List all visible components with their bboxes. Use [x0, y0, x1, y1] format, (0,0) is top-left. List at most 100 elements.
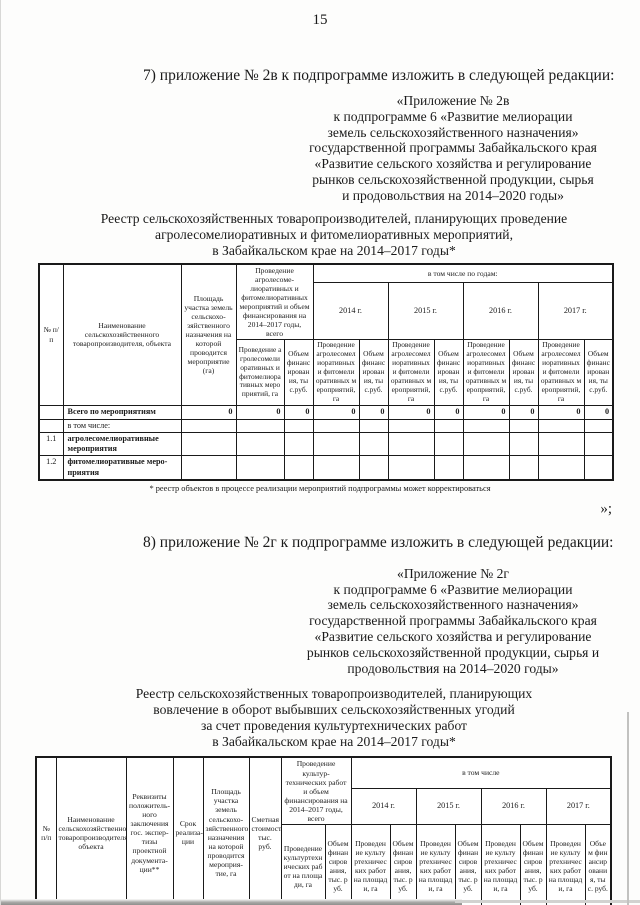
- cell-value: [508, 431, 539, 457]
- cell-num: [38, 418, 64, 433]
- col-header-sub-work: Проведение агролесоме­лиоративных и фито…: [387, 339, 435, 406]
- cell-value: [358, 418, 389, 433]
- cell-value: 0: [508, 404, 539, 420]
- cell-value: [537, 455, 585, 481]
- cell-value: [235, 431, 285, 457]
- col-header-sub-work: Проведе­ние культур­техниче­ских работ н…: [415, 824, 456, 905]
- col-header-sub-amount: Объем финанси­рования, тыс. руб.: [324, 824, 352, 905]
- table-header-row: 2014 г. 2015 г. 2016 г. 2017 г.: [36, 787, 612, 826]
- cell-value: [180, 455, 237, 481]
- table-header-row: Проведе­ние культур­техниче­ских работ н…: [36, 824, 612, 905]
- table-header-row: № п/п Наименование сельскохозяйственного…: [35, 756, 612, 905]
- cell-value: [462, 418, 510, 433]
- cell-value: [387, 455, 435, 481]
- col-header-cost: Сметная стоимость, тыс. руб.: [248, 756, 282, 905]
- col-header-year-2016: 2016 г.: [480, 787, 547, 826]
- annex-line: «Приложение № 2в: [396, 93, 510, 108]
- col-header-year-2017: 2017 г.: [537, 281, 614, 341]
- table1-footnote: * реестр объектов в процессе реализации …: [149, 483, 491, 493]
- cell-value: [387, 418, 435, 433]
- col-header-sub-work: Проведе­ние культур­техниче­ских работ н…: [480, 824, 521, 905]
- cell-value: [462, 455, 510, 481]
- annex-line: «Развитие сельского хозяйства и регулиро…: [314, 156, 592, 172]
- col-header-sub-amount: Объем финанси­рования, тыс. руб.: [519, 824, 547, 905]
- annex-line: рынков сельскохозяйственной продукции, с…: [312, 171, 594, 187]
- cell-value: 0: [462, 404, 510, 420]
- table-row-including: в том числе:: [38, 418, 614, 433]
- cell-value: [433, 431, 464, 457]
- col-header-year-2014: 2014 г.: [350, 787, 417, 826]
- cell-name: агролесомелиоративные мероприятия: [62, 431, 182, 457]
- col-header-area: Площадь участка земель сельскохо­зяйстве…: [180, 263, 237, 406]
- col-header-year-2016: 2016 г.: [462, 281, 539, 341]
- col-header-year-2017: 2017 г.: [545, 787, 612, 826]
- col-header-sub-amount: Объем финанси­рования, тыс.руб.: [358, 339, 389, 406]
- cell-value: [180, 431, 237, 457]
- cell-name: в том числе:: [62, 418, 182, 433]
- title-line: агролесомелиоративных и фитомелиоративны…: [155, 226, 513, 242]
- title-line: за счет проведения культуртехнических ра…: [201, 718, 467, 734]
- cell-value: 0: [537, 404, 585, 420]
- cell-value: [283, 455, 314, 481]
- cell-value: [358, 431, 389, 457]
- col-header-years-group: в том числе по годам:: [312, 263, 614, 283]
- col-header-area: Площадь участка земель сельскохо­зяйстве…: [202, 756, 250, 905]
- col-header-year-2015: 2015 г.: [387, 281, 464, 341]
- cell-value: 0: [180, 404, 237, 420]
- cell-value: 0: [235, 404, 285, 420]
- cell-value: [358, 455, 389, 481]
- table1-title: Реестр сельскохозяйственных товаропроизв…: [50, 211, 618, 259]
- annex-line: земель сельскохозяйственного назначения»: [327, 597, 579, 613]
- col-header-year-2015: 2015 г.: [415, 787, 482, 826]
- cell-num: 1.2: [38, 455, 64, 481]
- cell-value: [508, 418, 539, 433]
- cell-value: [312, 418, 360, 433]
- title-line: в Забайкальском крае на 2014–2017 годы*: [212, 242, 456, 258]
- annex-line: «Развитие сельского хозяйства и регулиро…: [314, 629, 592, 645]
- cell-value: [433, 455, 464, 481]
- cell-value: [537, 418, 585, 433]
- cell-value: [312, 455, 360, 481]
- col-header-sub-amount: Объем финанси­рования, тыс. руб.: [454, 824, 482, 905]
- cell-num: 1.1: [38, 431, 64, 457]
- cell-name: фитомелиоративные меро­приятия: [62, 455, 182, 481]
- page-edge-shadow-right: [627, 712, 629, 905]
- col-header-total-group: Проведение культур­технических работ и о…: [280, 756, 352, 826]
- cell-name: Всего по мероприятиям: [62, 404, 182, 420]
- table-header-row: Проведение агролесоме­лиоративных и фито…: [39, 339, 614, 406]
- cell-value: 0: [283, 404, 314, 420]
- cell-value: 0: [433, 404, 464, 420]
- cell-value: [283, 431, 314, 457]
- page-edge-shadow-left: [0, 0, 1, 905]
- col-header-sub-work: Проведение агролесоме­лиоративных и фито…: [462, 339, 510, 406]
- cell-value: [583, 418, 614, 433]
- col-header-num: № п/п: [38, 263, 64, 406]
- col-header-requisites: Реквизиты положитель­ного заключения гос…: [125, 756, 174, 905]
- annex-line: к подпрограмме 6 «Развитие мелиорации: [333, 108, 573, 124]
- cell-value: [312, 431, 360, 457]
- table-header-row: 2014 г. 2015 г. 2016 г. 2017 г.: [39, 281, 614, 341]
- annex-line: к подпрограмме 6 «Развитие мелиорации: [333, 581, 573, 597]
- title-line: Реестр сельскохозяйственных товаропроизв…: [100, 210, 568, 226]
- annex-line: продовольствия на 2014–2020 годы»: [347, 660, 559, 676]
- title-line: Реестр сельскохозяйственных товаропроизв…: [135, 686, 533, 702]
- col-header-sub-work: Проведение агролесоме­лиоративных и фито…: [537, 339, 585, 406]
- annex-line: рынков сельскохозяйственной продукции, с…: [306, 644, 600, 660]
- cell-num: [38, 404, 64, 420]
- annex-line: государственной программы Забайкальского…: [309, 140, 597, 156]
- table-header-row: № п/п Наименование сельскохозяйственного…: [38, 263, 614, 406]
- col-header-name: Наименование сельскохозяйственного товар…: [62, 263, 182, 406]
- col-header-sub-work: Проведе­ние культур­техниче­ских работ н…: [280, 824, 326, 905]
- cell-value: [583, 455, 614, 481]
- col-header-num: № п/п: [35, 756, 57, 905]
- cell-value: [508, 455, 539, 481]
- closing-quote: »;: [600, 500, 612, 517]
- col-header-total-group: Проведение агролесоме­лиоративных и фито…: [235, 263, 314, 341]
- annex-line: государственной программы Забайкальского…: [309, 613, 597, 629]
- col-header-sub-amount: Объем финанси­рования, тыс.руб.: [508, 339, 539, 406]
- col-header-sub-amount: Объем финанси­рования, тыс.руб.: [283, 339, 314, 406]
- col-header-years-group: в том числе: [350, 756, 612, 789]
- cell-value: [283, 418, 314, 433]
- cell-value: [583, 431, 614, 457]
- cell-value: [235, 455, 285, 481]
